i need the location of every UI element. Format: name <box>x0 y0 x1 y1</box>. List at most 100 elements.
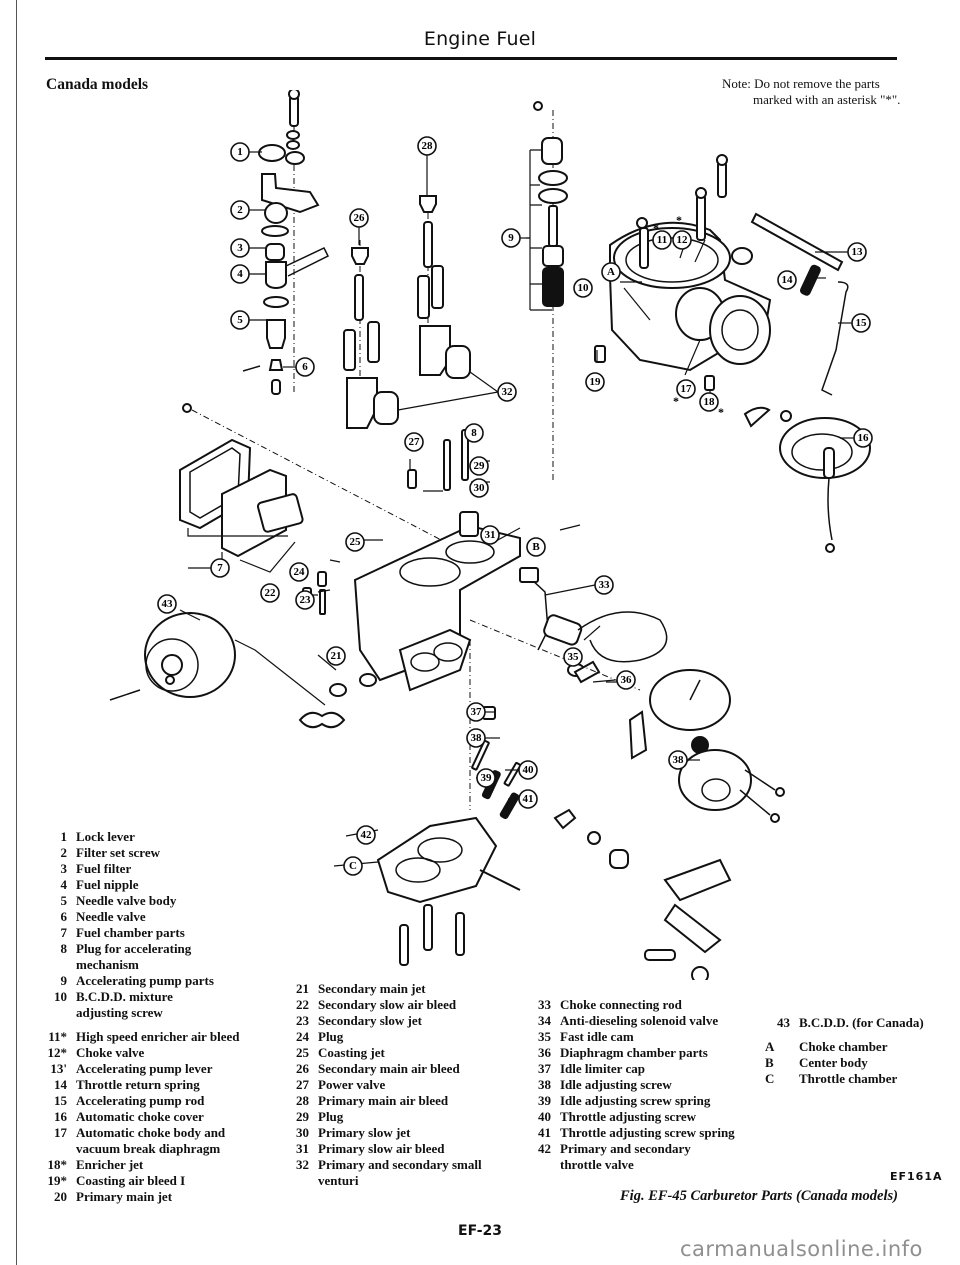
page-number: EF-23 <box>458 1223 502 1239</box>
binding-edge-rule <box>16 0 17 1265</box>
callout-33: 33 <box>594 575 614 595</box>
asterisk-marker-17: * <box>673 394 679 408</box>
svg-text:22: 22 <box>265 587 277 599</box>
callout-12: 12 <box>672 230 692 250</box>
svg-text:33: 33 <box>599 579 611 591</box>
svg-text:12: 12 <box>677 234 689 246</box>
callout-21: 21 <box>326 646 346 666</box>
legend-row-continuation: 0throttle valve <box>560 1157 634 1172</box>
callout-15: 15 <box>851 313 871 333</box>
svg-text:18: 18 <box>704 396 716 408</box>
legend-row-continuation: 0vacuum break diaphragm <box>76 1141 221 1156</box>
callout-39: 39 <box>476 768 496 788</box>
callout-35: 35 <box>563 647 583 667</box>
note-line-1: Note: Do not remove the parts <box>722 76 880 91</box>
callout-17: 17 <box>676 379 696 399</box>
svg-text:4: 4 <box>237 268 243 280</box>
callout-5: 5 <box>230 310 250 330</box>
svg-text:19: 19 <box>590 376 602 388</box>
svg-text:31: 31 <box>485 529 496 541</box>
automatic-choke-cover <box>779 417 871 553</box>
fuel-inlet-stack <box>242 90 330 395</box>
svg-text:16: 16 <box>858 432 870 444</box>
callout-6: 6 <box>295 357 315 377</box>
svg-text:3: 3 <box>237 242 243 254</box>
asterisk-marker-11: * <box>653 221 659 235</box>
carburetor-exploded-diagram: 1 2 3 4 5 6 7 8 9 10 11 12 13 14 15 16 1… <box>109 90 873 980</box>
callout-22: 22 <box>260 583 280 603</box>
callout-8: 8 <box>464 423 484 443</box>
callout-9: 9 <box>501 228 521 248</box>
callout-42: 42 <box>356 825 376 845</box>
svg-text:9: 9 <box>508 232 514 244</box>
callout-13: 13 <box>847 242 867 262</box>
callout-38-diaphragm: 38 <box>668 750 688 770</box>
svg-text:30: 30 <box>474 482 486 494</box>
svg-text:A: A <box>607 266 615 278</box>
svg-text:10: 10 <box>578 282 590 294</box>
callout-31: 31 <box>480 525 500 545</box>
svg-text:40: 40 <box>523 764 535 776</box>
bcdd-unit <box>109 612 326 706</box>
svg-text:29: 29 <box>474 460 486 472</box>
header-divider <box>45 57 897 60</box>
legend-row-continuation: 0adjusting screw <box>76 1005 163 1020</box>
svg-text:6: 6 <box>302 361 308 373</box>
legend-row: 19*Coasting air bleed I <box>47 1173 186 1188</box>
legend-row: 13'Accelerating pump lever <box>50 1061 213 1076</box>
legend-row: 11*High speed enricher air bleed <box>48 1029 240 1044</box>
callout-30: 30 <box>469 478 489 498</box>
svg-text:36: 36 <box>621 674 633 686</box>
svg-text:26: 26 <box>354 212 366 224</box>
callout-A: A <box>601 262 621 282</box>
figure-caption: Fig. EF-45 Carburetor Parts (Canada mode… <box>620 1188 898 1204</box>
svg-text:15: 15 <box>856 317 868 329</box>
svg-text:B: B <box>532 541 540 553</box>
section-label: Canada models <box>46 76 149 93</box>
callout-27: 27 <box>404 432 424 452</box>
throttle-chamber <box>376 640 732 980</box>
asterisk-note: Note: Do not remove the parts marked wit… <box>722 76 900 108</box>
callout-26: 26 <box>349 208 369 228</box>
svg-text:C: C <box>349 860 357 872</box>
legend-row-continuation: 0venturi <box>318 1173 359 1188</box>
svg-text:25: 25 <box>350 536 362 548</box>
svg-text:17: 17 <box>681 383 693 395</box>
callout-25: 25 <box>345 532 365 552</box>
callout-18: 18 <box>699 392 719 412</box>
callout-10: 10 <box>573 278 593 298</box>
svg-text:24: 24 <box>294 566 306 578</box>
callout-4: 4 <box>230 264 250 284</box>
legend-row: 18*Enricher jet <box>47 1157 144 1172</box>
diaphragm-chamber <box>628 669 785 823</box>
